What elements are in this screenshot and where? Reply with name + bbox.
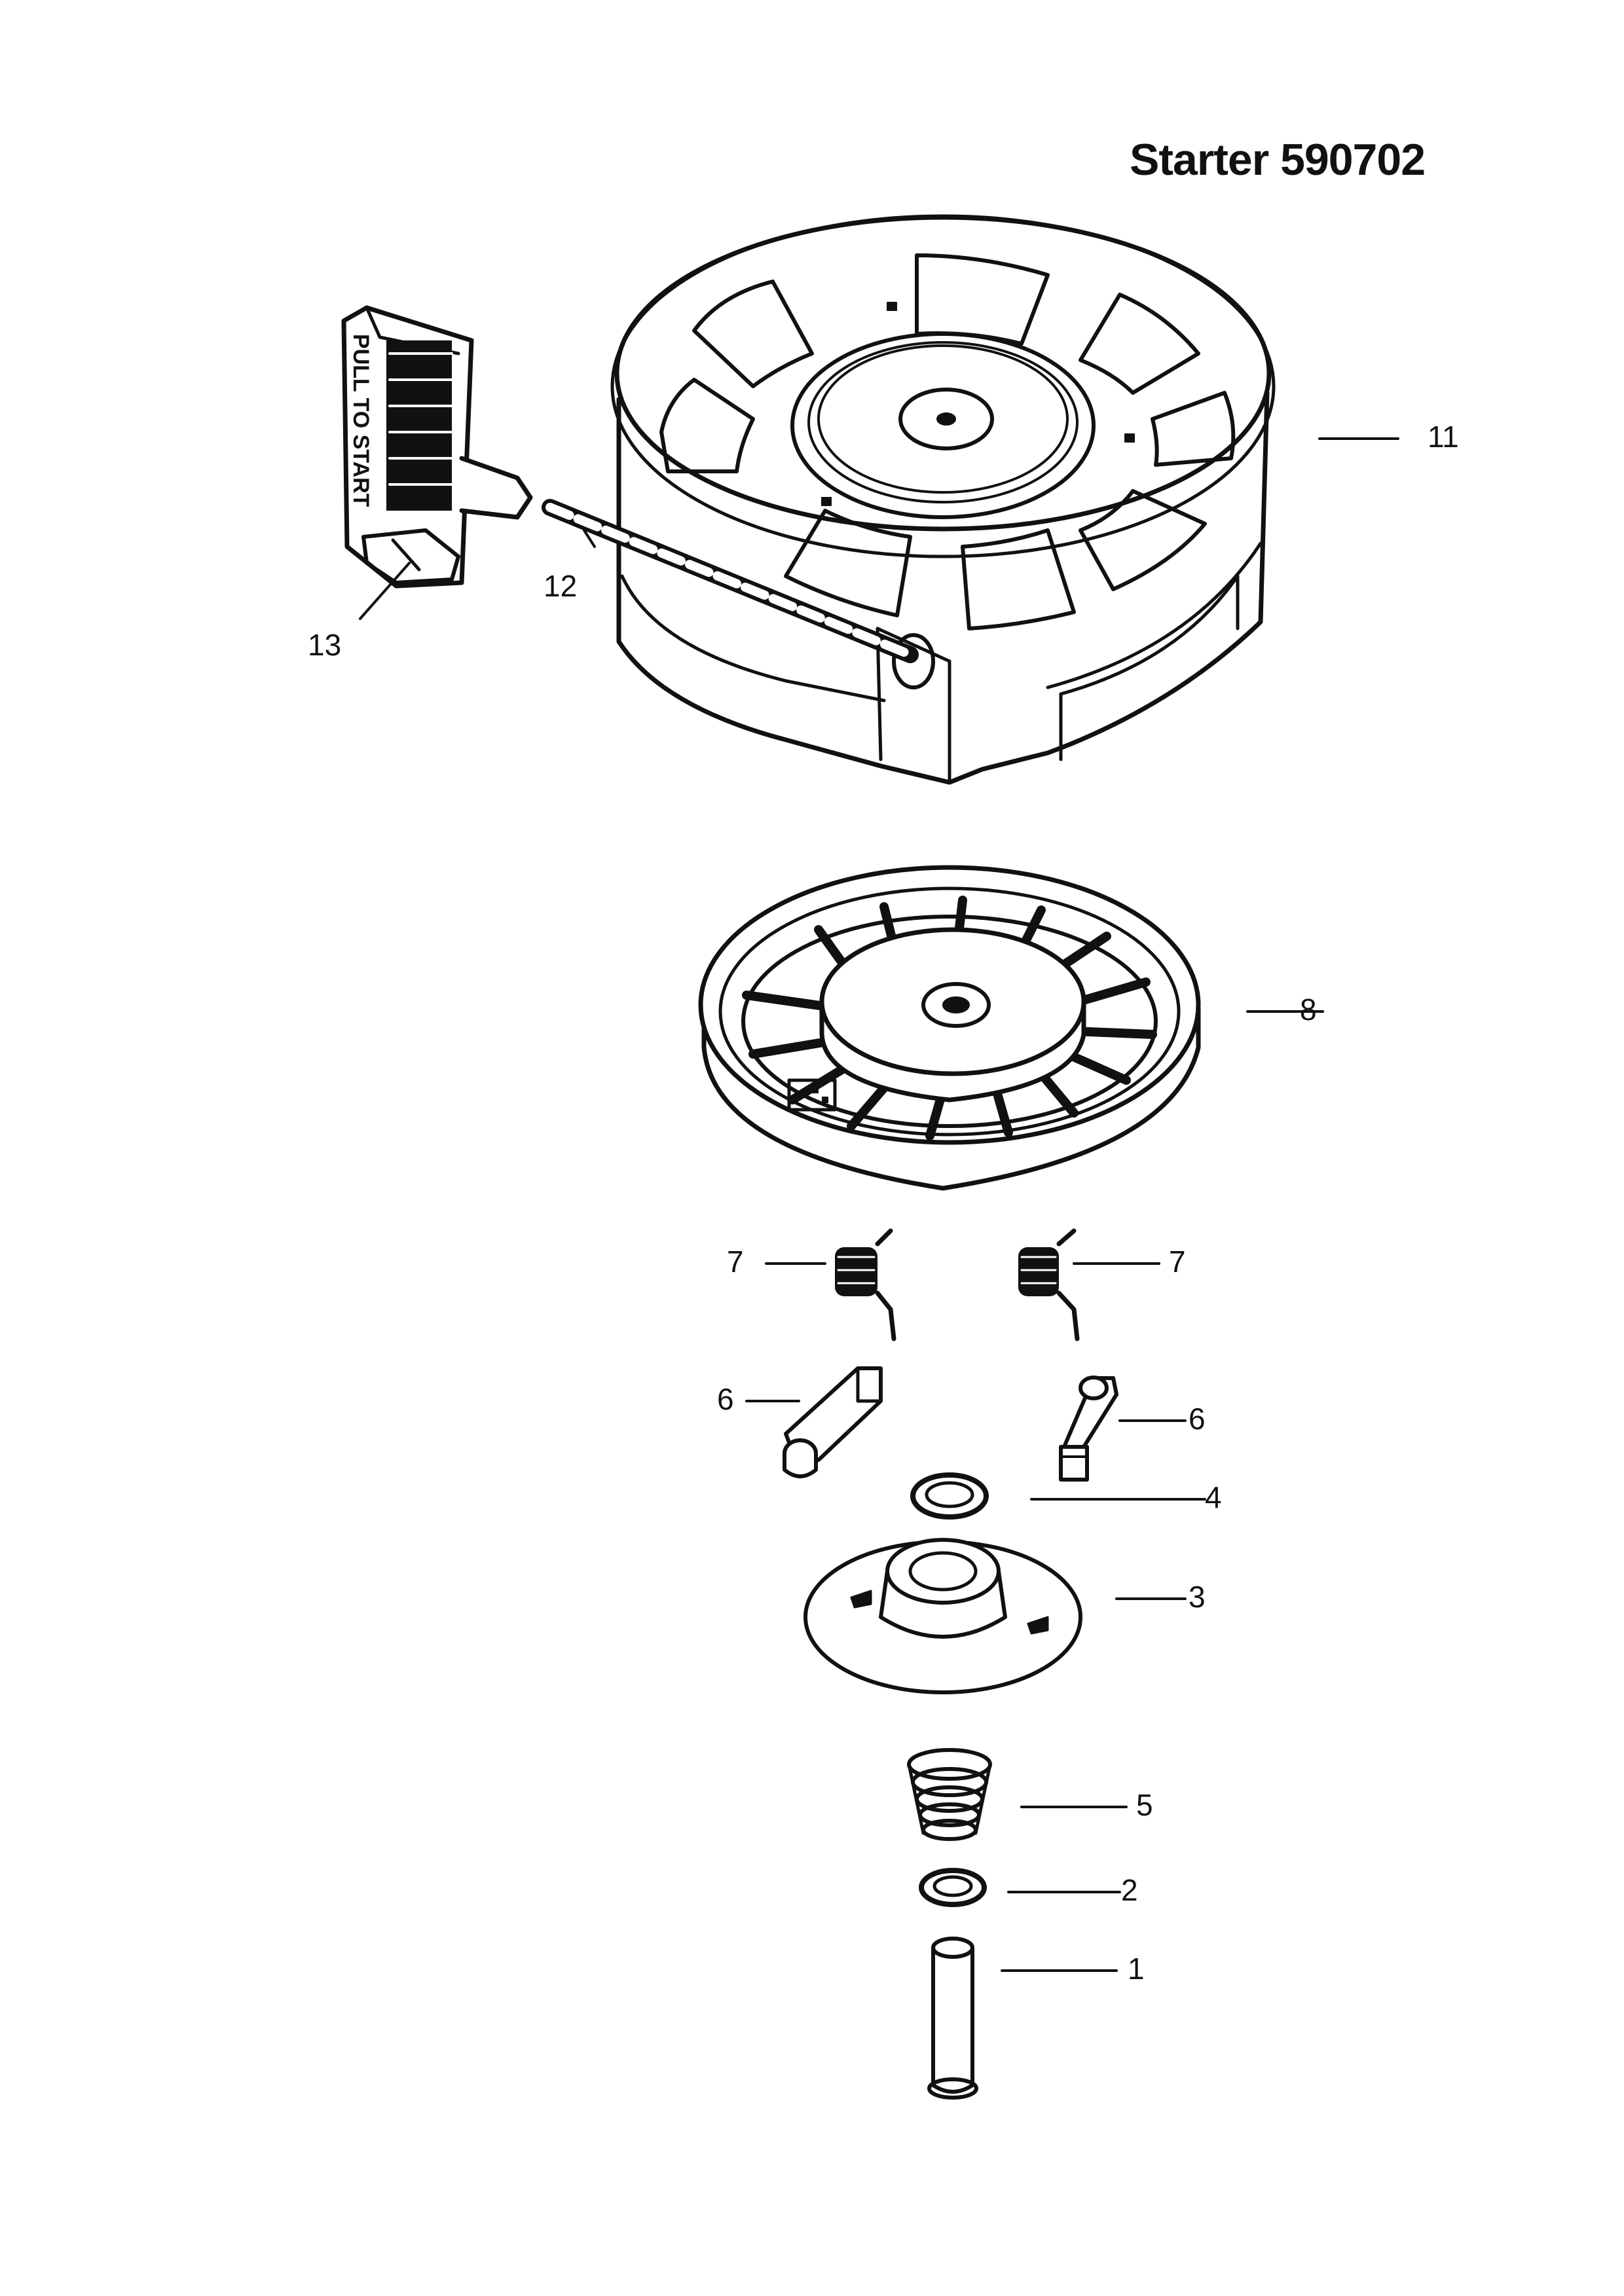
center-pin (927, 1937, 978, 2100)
diagram-title: Starter 590702 (1130, 135, 1426, 185)
pawl-left (783, 1366, 883, 1478)
rope-pulley (698, 865, 1201, 1191)
washer-upper (910, 1472, 989, 1520)
pawl-spring-left (835, 1228, 896, 1341)
callout-8: 8 (1300, 993, 1317, 1027)
pawl-spring-right (1018, 1228, 1080, 1341)
callout-7-left: 7 (727, 1245, 744, 1279)
callout-12: 12 (544, 569, 578, 603)
callout-1: 1 (1128, 1952, 1145, 1986)
washer-lower (919, 1868, 987, 1907)
callout-6-right: 6 (1189, 1402, 1206, 1436)
starter-rope (542, 499, 919, 663)
callout-7-right: 7 (1169, 1245, 1186, 1279)
handle-lettering: PULL TO START (348, 334, 373, 507)
callout-6-left: 6 (717, 1382, 734, 1416)
callout-11: 11 (1428, 420, 1459, 454)
pawl-right (1059, 1376, 1118, 1482)
leader-lines (359, 437, 1399, 1972)
callout-3: 3 (1189, 1580, 1206, 1614)
starter-handle: PULL TO START (341, 305, 533, 589)
starter-housing (610, 214, 1276, 785)
callout-2: 2 (1121, 1873, 1138, 1907)
callout-4: 4 (1205, 1480, 1222, 1514)
callout-13: 13 (308, 628, 342, 662)
callout-5: 5 (1136, 1788, 1153, 1822)
brake-spring (907, 1748, 992, 1841)
retainer-plate (803, 1538, 1082, 1694)
